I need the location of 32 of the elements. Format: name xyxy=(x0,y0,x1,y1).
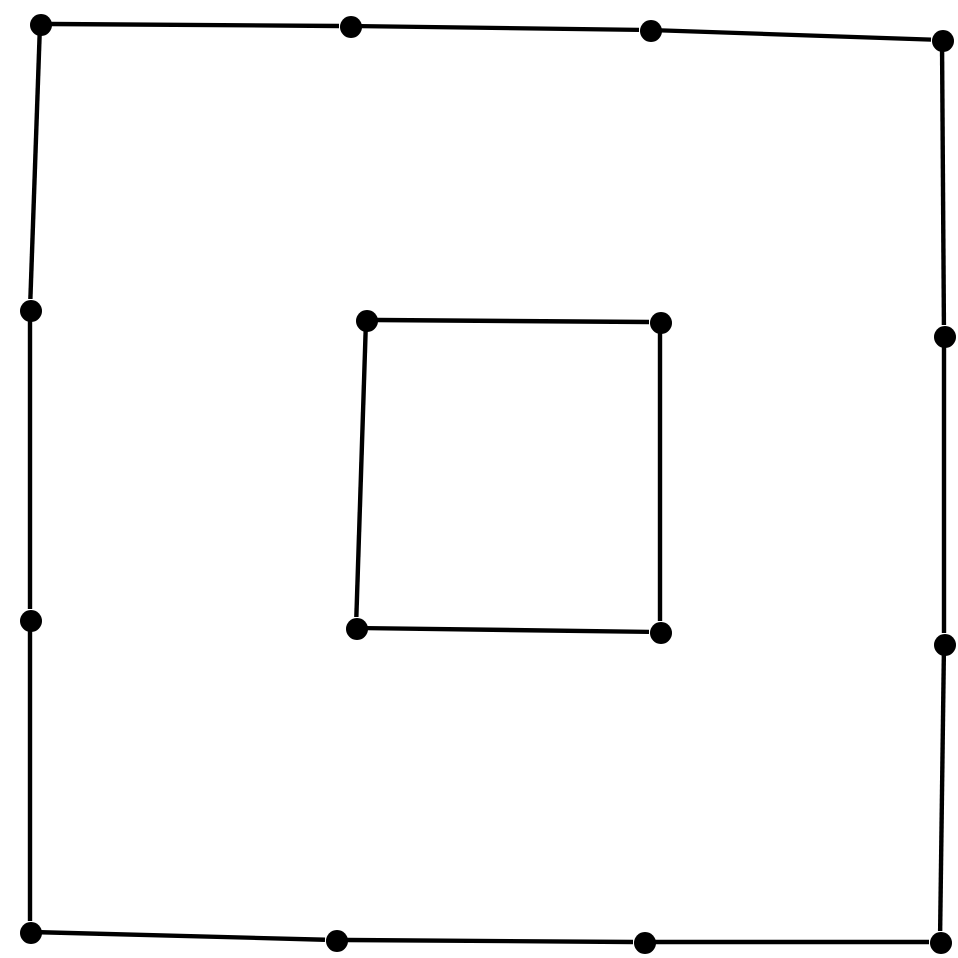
vertex-dot xyxy=(325,929,347,951)
vertex-dot xyxy=(19,921,41,943)
vertex-dot xyxy=(339,15,361,37)
connector-line xyxy=(28,34,42,300)
vertex-dot xyxy=(649,311,671,333)
connector-line xyxy=(347,937,633,945)
connector-line xyxy=(939,51,947,325)
vertex-dot xyxy=(931,29,953,51)
connector-line xyxy=(657,333,663,621)
connector-line xyxy=(27,321,33,609)
connector-line xyxy=(27,631,33,921)
connector-line xyxy=(51,21,339,29)
vertex-dot xyxy=(29,13,51,35)
vertex-dot xyxy=(933,325,955,347)
vertex-dot xyxy=(19,299,41,321)
vertex-dot xyxy=(649,621,671,643)
connector-line xyxy=(360,23,640,33)
connector-line xyxy=(937,654,947,932)
vertex-dot xyxy=(929,931,951,953)
connector-line xyxy=(655,939,929,945)
vertex-dot xyxy=(19,609,41,631)
vertex-dot xyxy=(355,309,377,331)
vertex-dot xyxy=(933,633,955,655)
connector-line xyxy=(366,625,650,635)
connector-line xyxy=(376,317,650,325)
connector-line xyxy=(660,28,932,42)
vertex-dot xyxy=(345,617,367,639)
connector-line xyxy=(354,330,368,618)
vertex-dot xyxy=(639,19,661,41)
connector-line xyxy=(941,347,947,633)
vertex-dot xyxy=(633,931,655,953)
connector-line xyxy=(40,930,326,942)
